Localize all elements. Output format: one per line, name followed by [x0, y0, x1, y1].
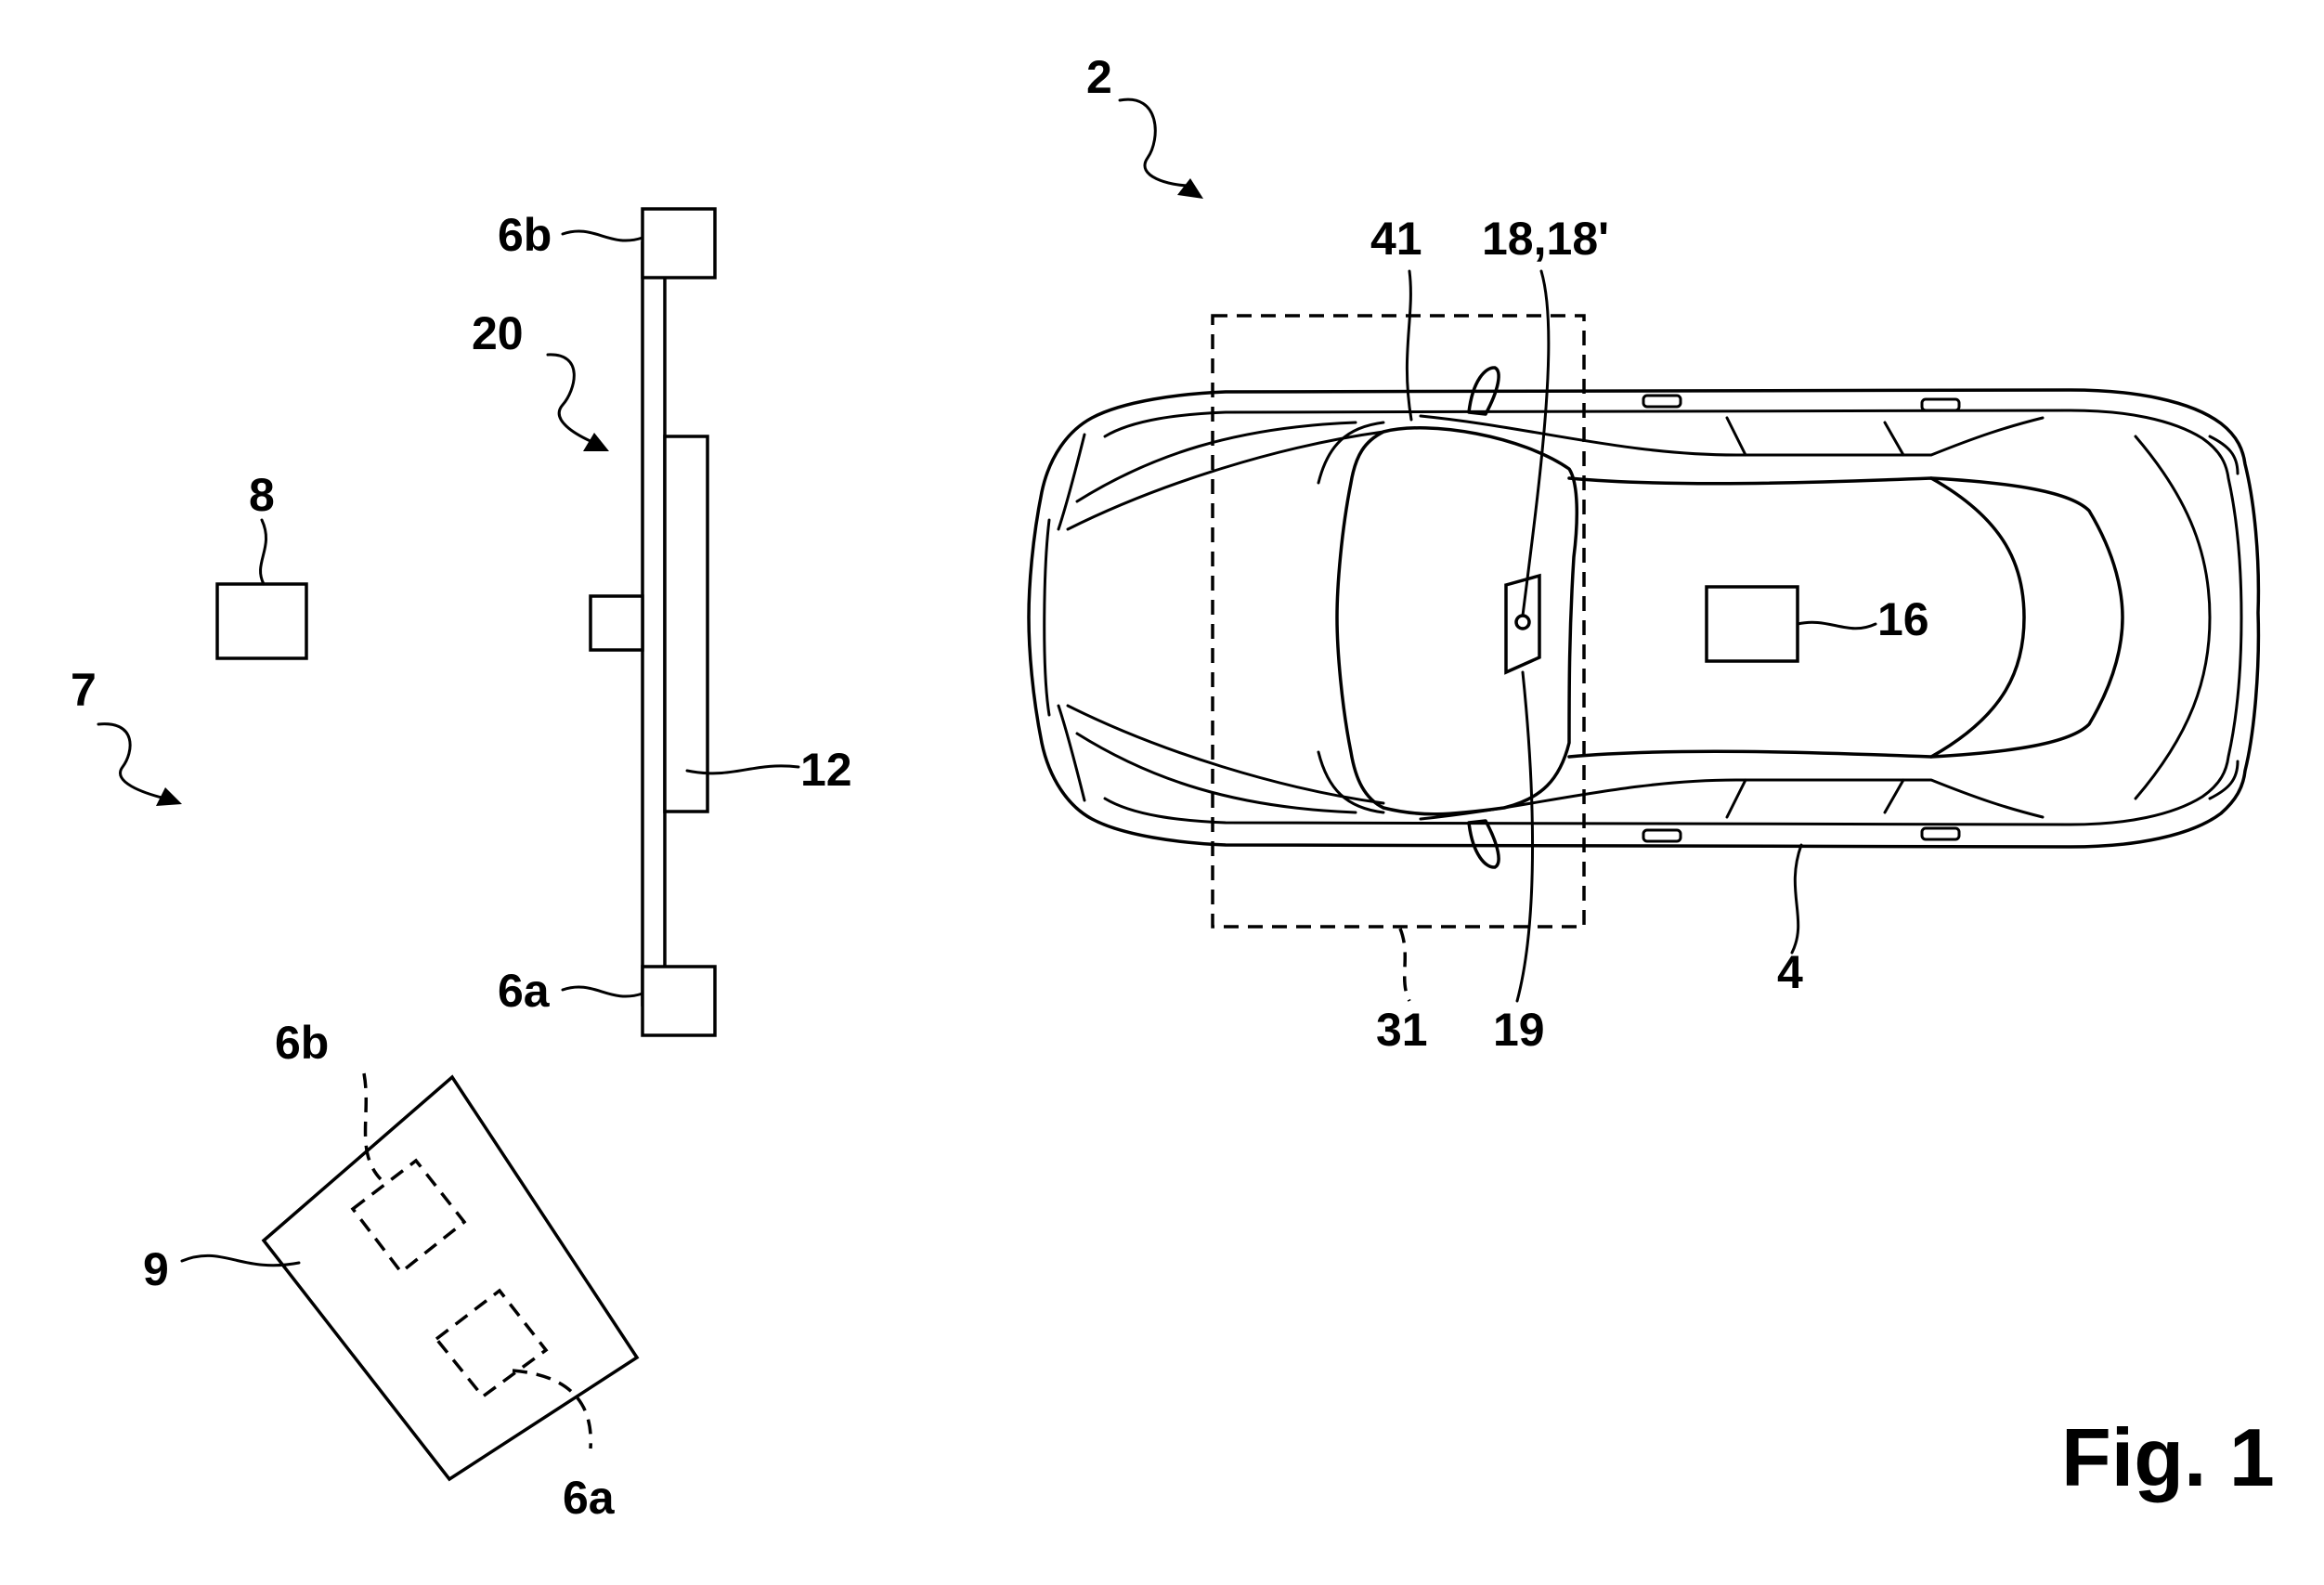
leader-41 [1405, 269, 1413, 422]
leader-18 [1521, 269, 1551, 617]
a-pillar-top [1317, 421, 1385, 485]
leader-lines [180, 229, 1877, 1449]
hood-crease-bottom [1075, 732, 1357, 814]
leader-6b-device [362, 1072, 383, 1181]
label-12: 12 [800, 744, 852, 796]
front-grille [1043, 518, 1051, 717]
portable-device [261, 1074, 640, 1482]
leader-8 [259, 518, 267, 586]
a-pillar-bottom [1317, 750, 1385, 814]
stand-mount-block [589, 594, 644, 652]
label-31: 31 [1376, 1004, 1428, 1056]
door-handle-rear-bottom [1920, 826, 1961, 841]
device-target-6a-dashed [434, 1288, 549, 1399]
front-lamp-bottom [1057, 704, 1086, 802]
label-2: 2 [1086, 51, 1112, 103]
arrow-7-head [156, 787, 182, 806]
side-window-top [1419, 414, 2045, 457]
control-unit-16-box [1705, 585, 1799, 663]
door-handle-front-top [1642, 394, 1682, 409]
label-16: 16 [1877, 593, 1929, 645]
display-panel-12 [663, 435, 709, 813]
label-6b-device: 6b [275, 1017, 329, 1069]
vehicle-body-outline [1027, 388, 2261, 849]
trunk-line [2134, 435, 2212, 800]
leader-6a-device [512, 1369, 592, 1449]
rear-lamp-top [2208, 435, 2240, 475]
label-9: 9 [143, 1243, 169, 1295]
leader-12 [685, 764, 800, 775]
figure-caption: Fig. 1 [2061, 1411, 2275, 1503]
leader-19 [1515, 670, 1535, 1003]
arrow-7-stem [97, 722, 167, 800]
arrow-20-head [583, 433, 609, 451]
label-4: 4 [1777, 946, 1803, 998]
target-6a-box [641, 965, 717, 1037]
label-7: 7 [71, 664, 97, 716]
device-9-outline [261, 1074, 640, 1482]
b-pillar-bottom [1725, 778, 1747, 819]
leader-6a [561, 985, 644, 998]
mirror-top [1467, 366, 1500, 416]
label-6a-device: 6a [563, 1472, 616, 1524]
reference-arrows [97, 97, 1203, 806]
stand-post [641, 241, 667, 1007]
vehicle-body-inner-outline [1103, 409, 2243, 826]
b-pillar-top [1725, 416, 1747, 457]
label-20: 20 [472, 307, 524, 359]
c-pillar-top [1883, 421, 1905, 457]
arrow-2-stem [1118, 97, 1192, 188]
door-handle-rear-top [1920, 397, 1961, 412]
rear-window [1929, 476, 2124, 759]
label-6a-top: 6a [498, 965, 551, 1017]
label-18: 18,18' [1482, 213, 1609, 265]
roof-outline [1567, 476, 2026, 759]
hood-crease-top [1075, 421, 1357, 503]
detection-region-31 [1211, 314, 1586, 929]
target-6b-box [641, 207, 717, 279]
c-pillar-bottom [1883, 778, 1905, 814]
label-19: 19 [1493, 1004, 1545, 1056]
vehicle-4 [1027, 366, 2261, 869]
leader-4 [1790, 843, 1803, 955]
calibration-stand [589, 207, 717, 1037]
camera-18-lens [1514, 614, 1531, 630]
side-window-bottom [1419, 778, 2045, 821]
arrow-20-stem [546, 353, 594, 444]
rear-lamp-bottom [2208, 760, 2240, 800]
label-8: 8 [249, 469, 275, 521]
arrow-2-head [1177, 178, 1203, 199]
label-6b-top: 6b [498, 209, 552, 261]
leader-6b-top [561, 229, 644, 242]
leader-9 [180, 1254, 301, 1267]
leader-31 [1398, 928, 1411, 1002]
door-handle-front-bottom [1642, 828, 1682, 843]
mirror-bottom [1467, 819, 1500, 869]
device-target-6b-dashed [350, 1158, 467, 1275]
front-lamp-top [1057, 433, 1086, 531]
leader-16 [1796, 620, 1877, 630]
label-41: 41 [1370, 213, 1422, 265]
unit-8-box [215, 582, 308, 660]
labels: 2 6b 20 8 7 12 6a 6b 9 6a 41 18,18' 16 4… [71, 51, 2275, 1524]
